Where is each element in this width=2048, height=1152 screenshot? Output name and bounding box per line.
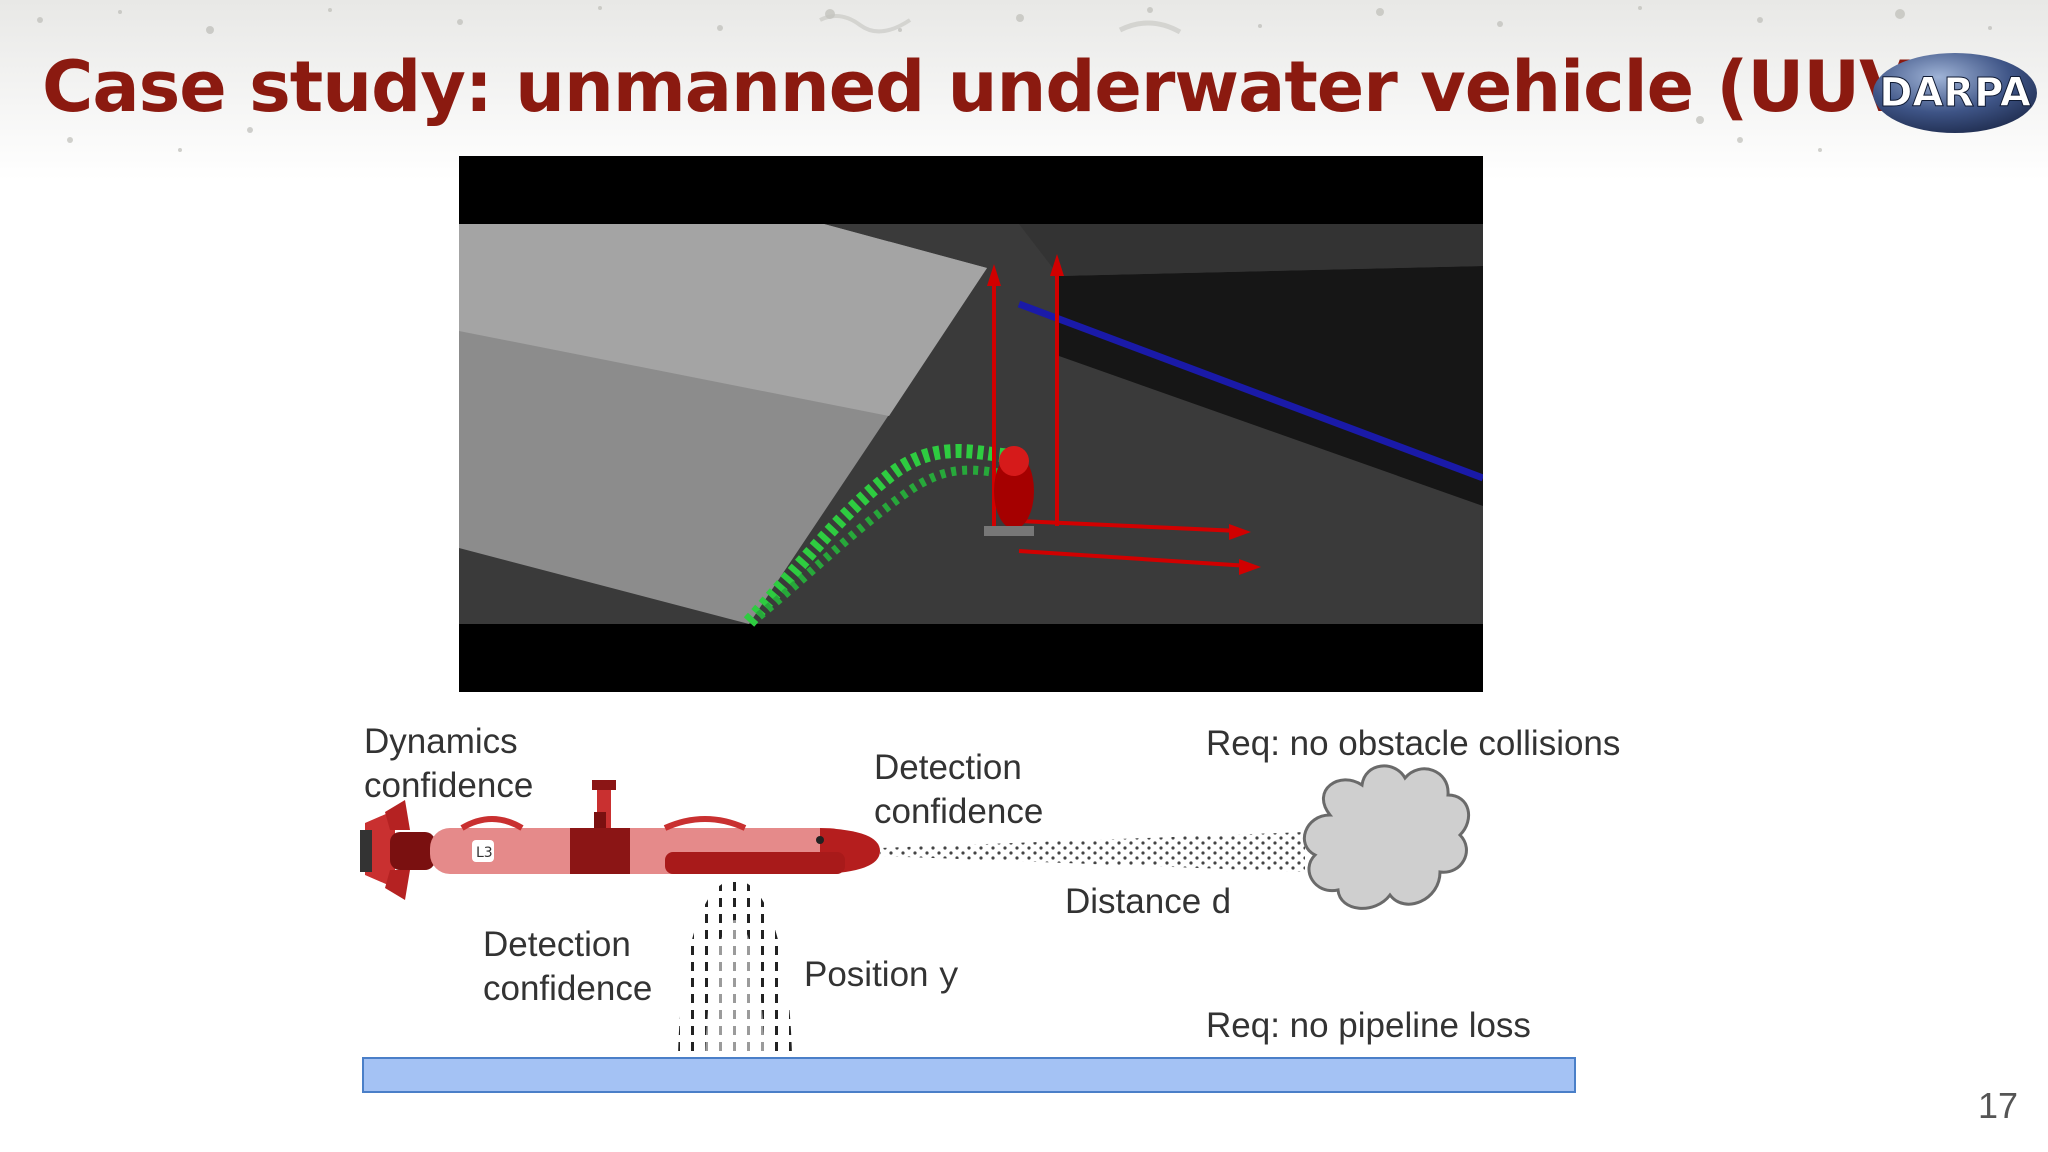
req-pipeline-label: Req: no pipeline loss: [1206, 1006, 1531, 1045]
pipeline-bar: [362, 1057, 1576, 1093]
header-speckle-background: [0, 0, 2048, 180]
position-text: Position: [804, 955, 929, 994]
distance-variable: d: [1210, 884, 1232, 924]
darpa-logo-text: DARPA: [1879, 70, 2031, 116]
simulation-scene: [459, 156, 1485, 692]
distance-sensor-cone: [880, 832, 1305, 872]
dynamics-line1: Dynamics: [364, 722, 518, 761]
position-label: Position y: [804, 953, 959, 999]
detection-top-line1: Detection: [874, 748, 1022, 787]
slide-title: Case study: unmanned underwater vehicle …: [42, 46, 1944, 128]
detection-confidence-bottom-label: Detection confidence: [483, 923, 652, 1011]
detection-bottom-line1: Detection: [483, 925, 631, 964]
dynamics-line2: confidence: [364, 766, 534, 805]
detection-bottom-line2: confidence: [483, 969, 653, 1008]
uuv-simulation-video[interactable]: [459, 156, 1485, 692]
uuv-icon: L3: [360, 780, 880, 900]
detection-top-line2: confidence: [874, 792, 1044, 831]
detection-confidence-top-label: Detection confidence: [874, 746, 1043, 834]
dynamics-confidence-label: Dynamics confidence: [364, 720, 533, 808]
distance-label: Distance d: [1065, 880, 1232, 926]
page-number: 17: [1978, 1085, 2019, 1126]
darpa-logo: DARPA: [1873, 53, 2037, 133]
position-variable: y: [938, 957, 960, 997]
distance-text: Distance: [1065, 882, 1202, 921]
svg-text:L3: L3: [476, 845, 493, 861]
cloud-obstacle-icon: [1302, 764, 1470, 910]
req-obstacle-label: Req: no obstacle collisions: [1206, 724, 1621, 763]
